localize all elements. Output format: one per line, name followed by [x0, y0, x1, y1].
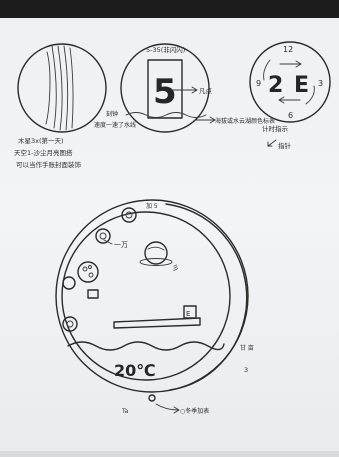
planet-ring [139, 258, 173, 266]
bar-marker-box [183, 305, 197, 319]
side-label: 甘 亩 [240, 344, 254, 352]
sketch-clock-dial: 12 9 3 6 2 E 计时指示 指针 [249, 41, 331, 150]
side-numeral: 3 [244, 366, 248, 374]
rim-moon-4 [62, 316, 78, 332]
globe-caption-line-2: 天空1-沙尘月亮图搭 [14, 148, 73, 157]
rim-planet-big [77, 261, 99, 283]
digit-dial-header: 5-35(非闪闪) [146, 45, 185, 54]
bottom-frame-edge [0, 451, 339, 457]
big-dial-outer-ring [55, 199, 249, 393]
numeral-12: 12 [283, 45, 293, 54]
water-line [125, 112, 207, 118]
rim-moon-2 [95, 228, 111, 244]
ringed-planet [144, 241, 168, 265]
crescent-inner-curve [165, 203, 248, 391]
moon-label: 一万 [114, 241, 128, 249]
marker-letter: E [186, 310, 190, 318]
clock-dial-outline [249, 41, 331, 123]
globe-caption-line-3: 可以当作手账封面装饰 [16, 160, 82, 169]
center-left-digit: 2 [268, 73, 283, 98]
numeral-3: 3 [318, 79, 323, 88]
globe-outline [17, 43, 107, 133]
rim-moon-3 [62, 276, 76, 290]
numeral-9: 9 [256, 79, 261, 88]
big-dial: 加 5 一万 彡 E 20℃ 甘 亩 3 Ta [55, 199, 254, 415]
rim-moon-1 [121, 207, 137, 223]
clock-caption-1: 计时指示 [262, 124, 289, 133]
temperature-reading: 20℃ [114, 361, 156, 380]
bottom-right-label: ○冬季加表 [180, 407, 209, 415]
big-dial-inner-ring [61, 211, 231, 381]
digit-dial-outline [120, 43, 210, 133]
rotate-arrow-right [305, 85, 315, 105]
globe-caption-line-1: 木星3x(第一天) [18, 136, 64, 145]
right-label: 凡点 [199, 87, 213, 95]
small-symbol: 彡 [172, 264, 179, 272]
left-label-2: 速度一速了水线 [94, 121, 136, 129]
horizontal-bar [113, 317, 201, 329]
center-right-digit: E [294, 73, 309, 98]
top-frame-edge [0, 0, 339, 18]
bottom-pointer-arrow [155, 403, 179, 411]
sketch-digit-dial: 5-35(非闪闪) 5 凡点 刻钟 速度一速了水线 海拔或水云湖颜色标表 [94, 43, 275, 133]
clock-caption-2: 指针 [278, 141, 292, 150]
caption-arrow [267, 139, 277, 147]
big-digit: 5 [153, 72, 177, 112]
rim-box-marker [87, 289, 99, 299]
rotate-arrow-left [263, 59, 271, 81]
left-label-1: 刻钟 [106, 110, 118, 118]
digit-frame [147, 59, 183, 119]
numeral-6: 6 [288, 111, 293, 120]
bottom-knob [148, 394, 156, 402]
sketch-globe: 木星3x(第一天) 天空1-沙尘月亮图搭 可以当作手账封面装饰 [14, 43, 107, 169]
bottom-label: 海拔或水云湖颜色标表 [215, 117, 275, 125]
top-mark: 加 5 [146, 202, 158, 210]
bottom-left-label: Ta [121, 408, 129, 415]
globe-meridian [51, 45, 57, 129]
water-wave [67, 341, 225, 351]
